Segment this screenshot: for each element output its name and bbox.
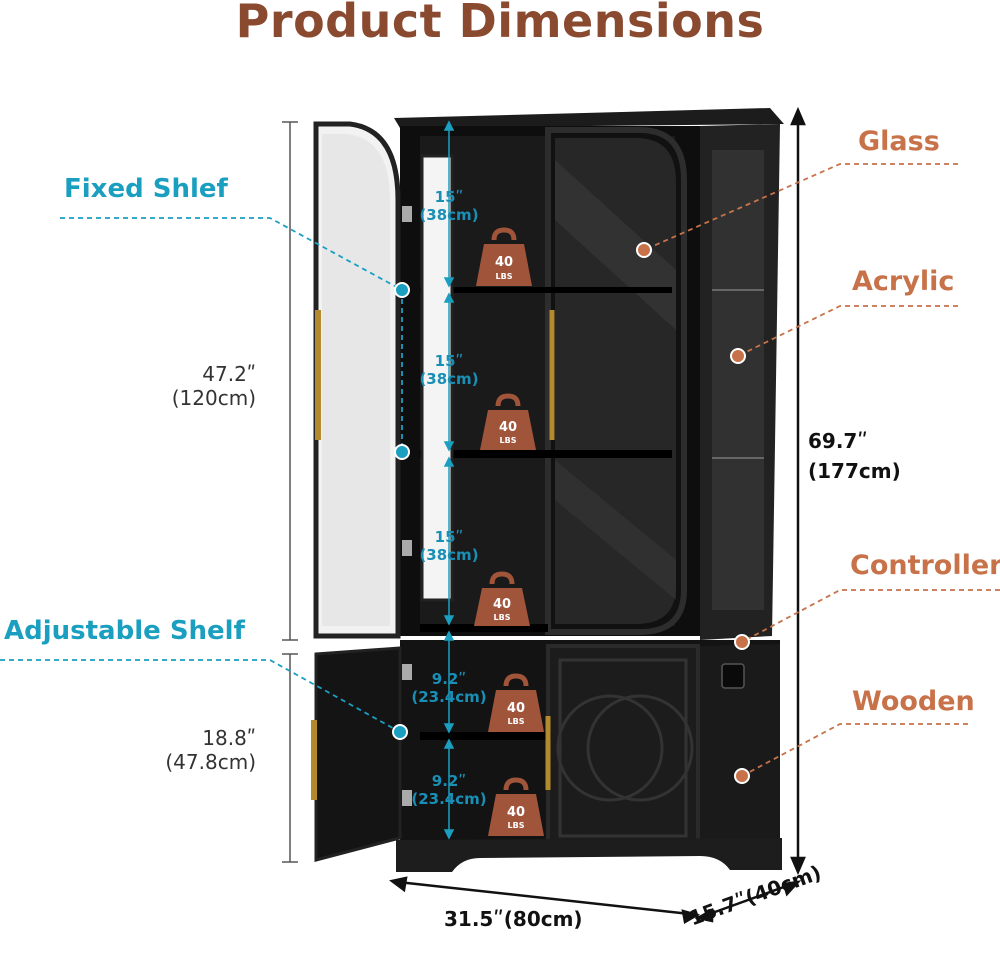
- controller-label: Controller: [850, 550, 1000, 581]
- lower-height-label: 18.8ʺ (47.8cm): [150, 726, 256, 774]
- gap-cm: (23.4cm): [411, 790, 487, 808]
- gap-cm: (38cm): [419, 546, 479, 564]
- weight-unit: LBS: [496, 272, 513, 281]
- weight-unit: LBS: [500, 436, 517, 445]
- glass-label: Glass: [858, 126, 940, 157]
- total-height-label: 69.7ʺ (177cm): [808, 426, 901, 486]
- glass-dot: [636, 242, 652, 258]
- fixed-shelf-dot-2: [394, 444, 410, 460]
- weight-value: 40: [499, 420, 517, 435]
- gap-inch: 9.2ʺ: [431, 670, 467, 688]
- weight-badge-2: 40 LBS: [480, 393, 536, 450]
- weight-unit: LBS: [494, 613, 511, 622]
- acrylic-label: Acrylic: [852, 266, 955, 297]
- total-height-cm: (177cm): [808, 459, 901, 483]
- weight-badge-3: 40 LBS: [474, 571, 530, 626]
- lower-height-in: 18.8ʺ: [202, 726, 256, 750]
- shelf-gap-label-4: 9.2ʺ (23.4cm): [404, 670, 494, 706]
- page-title: Product Dimensions: [235, 0, 765, 48]
- gap-cm: (23.4cm): [411, 688, 487, 706]
- shelf-gap-label-3: 15ʺ (38cm): [414, 528, 484, 564]
- adjustable-shelf-label: Adjustable Shelf: [4, 616, 245, 646]
- fixed-shelf-label: Fixed Shlef: [64, 174, 228, 204]
- gap-cm: (38cm): [419, 206, 479, 224]
- gap-cm: (38cm): [419, 370, 479, 388]
- gap-inch: 9.2ʺ: [431, 772, 467, 790]
- weight-badge-4: 40 LBS: [488, 673, 544, 732]
- weight-unit: LBS: [508, 717, 525, 726]
- cabinet-base: [396, 838, 782, 872]
- acrylic-side-window: [712, 150, 764, 610]
- weight-badge-1: 40 LBS: [476, 227, 532, 286]
- width-label: 31.5ʺ(80cm): [444, 907, 583, 931]
- weight-value: 40: [493, 597, 511, 612]
- shelf-gap-lines: [443, 120, 455, 840]
- weight-value: 40: [495, 255, 513, 270]
- wooden-dot: [734, 768, 750, 784]
- cabinet-top: [394, 108, 784, 128]
- gap-inch: 15ʺ: [434, 188, 464, 206]
- acrylic-dot: [730, 348, 746, 364]
- lower-door-right: [546, 644, 700, 852]
- controller-dot: [734, 634, 750, 650]
- total-height-in: 69.7ʺ: [808, 429, 868, 453]
- weight-value: 40: [507, 805, 525, 820]
- shelf-gap-label-5: 9.2ʺ (23.4cm): [404, 772, 494, 808]
- shelf-gap-label-1: 15ʺ (38cm): [414, 188, 484, 224]
- weight-value: 40: [507, 701, 525, 716]
- dimension-lines: [282, 121, 298, 863]
- gap-inch: 15ʺ: [434, 528, 464, 546]
- upper-height-cm: (120cm): [171, 386, 256, 410]
- controller-box: [721, 663, 745, 689]
- gap-inch: 15ʺ: [434, 352, 464, 370]
- fixed-shelf-dot-1: [394, 282, 410, 298]
- lower-height-cm: (47.8cm): [165, 750, 256, 774]
- upper-height-in: 47.2ʺ: [202, 362, 256, 386]
- adjustable-shelf-dot: [392, 724, 408, 740]
- wooden-label: Wooden: [852, 686, 975, 717]
- shelf-gap-label-2: 15ʺ (38cm): [414, 352, 484, 388]
- weight-unit: LBS: [508, 821, 525, 830]
- weight-badge-5: 40 LBS: [488, 777, 544, 836]
- side-panel-lower: [700, 644, 780, 848]
- upper-height-label: 47.2ʺ (120cm): [150, 362, 256, 410]
